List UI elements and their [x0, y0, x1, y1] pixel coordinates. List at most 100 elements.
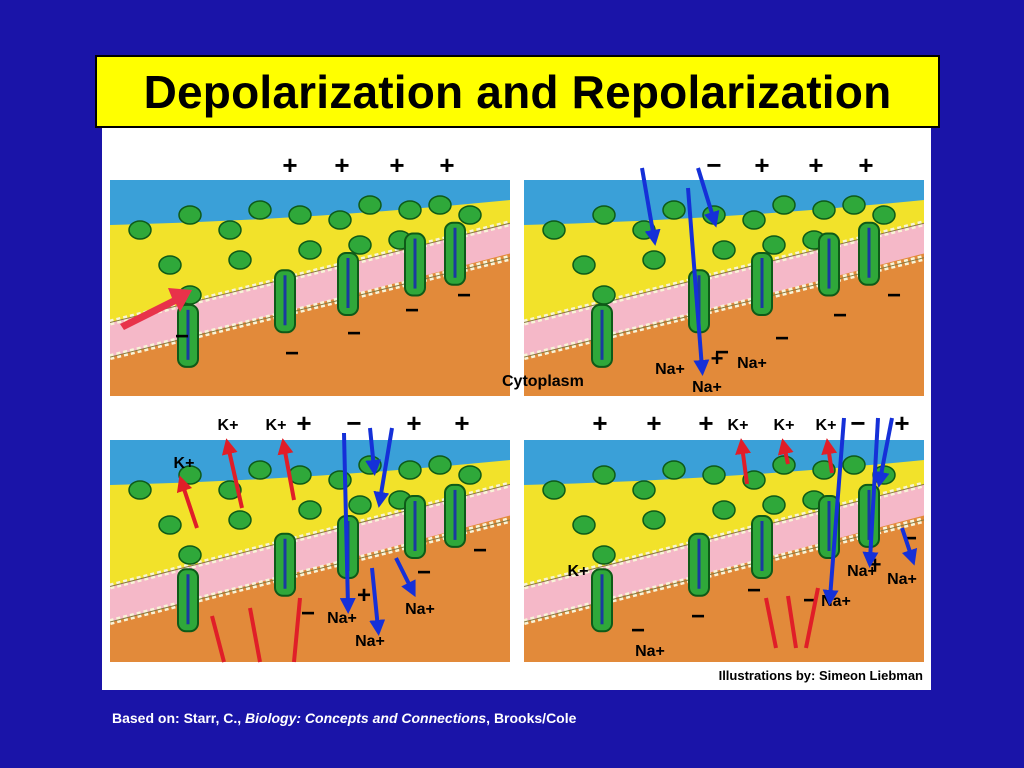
charge-sign: −: [301, 600, 315, 627]
ion-blob: [298, 500, 322, 520]
water-surface: [524, 180, 924, 225]
charge-sign: +: [698, 408, 713, 438]
diagram-frame: ++++−−−−−−+++−−−−Na++Na+Na+K+K++−++K+Na+…: [102, 128, 931, 690]
ion-blob: [872, 205, 896, 225]
ion-blob: [712, 240, 736, 260]
charge-sign: −: [285, 340, 299, 367]
ion-blob: [812, 200, 836, 220]
charge-sign: −: [473, 537, 487, 564]
ion-blob: [128, 480, 152, 500]
ion-blob: [772, 455, 796, 475]
ion-blob: [248, 460, 272, 480]
ion-blob: [712, 500, 736, 520]
ion-blob: [592, 285, 616, 305]
charge-sign: +: [282, 150, 297, 180]
charge-sign: −: [850, 408, 865, 438]
ion-blob: [702, 465, 726, 485]
k-arrow: [821, 438, 838, 474]
ion-label: K+: [816, 417, 837, 434]
ion-label: Na+: [655, 361, 685, 378]
ion-blob: [572, 515, 596, 535]
ion-blob: [348, 495, 372, 515]
title-box: Depolarization and Repolarization: [95, 55, 940, 128]
na-arrow: [822, 417, 846, 606]
ion-blob: [742, 470, 766, 490]
charge-sign: −: [775, 325, 789, 352]
phospholipid-edge: [524, 519, 924, 623]
ion-label: Na+: [405, 601, 435, 618]
ion-blob: [398, 200, 422, 220]
ion-blob: [298, 240, 322, 260]
na-arrow: [373, 427, 394, 508]
charge-sign: −: [457, 282, 471, 309]
charge-sign: −: [833, 302, 847, 329]
na-arrow: [339, 432, 356, 614]
slide-title: Depolarization and Repolarization: [143, 65, 892, 118]
na-arrow: [686, 187, 710, 376]
na-arrow: [873, 417, 894, 488]
k-arrow: [777, 438, 794, 465]
phospholipid-edge: [524, 257, 924, 358]
charge-sign: +: [646, 408, 661, 438]
ion-blob: [178, 205, 202, 225]
charge-sign: −: [691, 603, 705, 630]
ion-blob: [348, 235, 372, 255]
panel-1: [110, 180, 510, 396]
na-arrow: [365, 427, 382, 476]
charge-sign: +: [296, 408, 311, 438]
stimulus-arrow: [120, 288, 192, 330]
ion-label: Na+: [635, 643, 665, 660]
na-arrow: [862, 417, 880, 568]
citation-prefix: Based on: Starr, C.,: [112, 710, 246, 726]
charge-sign: +: [389, 150, 404, 180]
charge-sign: −: [346, 408, 361, 438]
charge-sign: +: [592, 408, 607, 438]
charge-sign: +: [454, 408, 469, 438]
ion-label: K+: [218, 417, 239, 434]
ion-blob: [328, 470, 352, 490]
ion-blob: [632, 480, 656, 500]
ion-blob: [358, 455, 382, 475]
ion-blob: [458, 465, 482, 485]
ion-label: Na+: [355, 633, 385, 650]
ion-blob: [328, 210, 352, 230]
ion-blob: [662, 200, 686, 220]
ion-blob: [248, 200, 272, 220]
ion-blob: [542, 220, 566, 240]
ion-blob: [592, 465, 616, 485]
ion-blob: [542, 480, 566, 500]
ion-label: Na+: [327, 610, 357, 627]
k-trail: [248, 607, 262, 663]
charge-sign: +: [858, 150, 873, 180]
ion-blob: [358, 195, 382, 215]
ion-blob: [572, 255, 596, 275]
ion-blob: [228, 510, 252, 530]
panel-4: [524, 440, 924, 662]
charge-sign: +: [894, 408, 909, 438]
ion-label: Na+: [692, 379, 722, 396]
water-surface: [110, 180, 510, 225]
charge-sign: +: [439, 150, 454, 180]
ion-label: K+: [568, 563, 589, 580]
ion-blob: [642, 510, 666, 530]
ion-blob: [128, 220, 152, 240]
charge-sign: −: [706, 150, 721, 180]
ion-blob: [842, 455, 866, 475]
k-trail: [804, 587, 820, 649]
ion-blob: [592, 205, 616, 225]
na-arrow: [394, 557, 416, 598]
na-arrow: [900, 527, 918, 566]
ion-blob: [218, 220, 242, 240]
ion-label: K+: [774, 417, 795, 434]
charge-sign: −: [715, 339, 729, 366]
charge-sign: +: [334, 150, 349, 180]
ion-blob: [288, 205, 312, 225]
ion-label: Na+: [887, 571, 917, 588]
k-arrow: [735, 438, 751, 485]
ion-blob: [458, 205, 482, 225]
charge-sign: −: [747, 577, 761, 604]
ion-label: Na+: [821, 593, 851, 610]
ion-blob: [428, 455, 452, 475]
k-trail: [764, 597, 778, 649]
ion-blob: [398, 460, 422, 480]
